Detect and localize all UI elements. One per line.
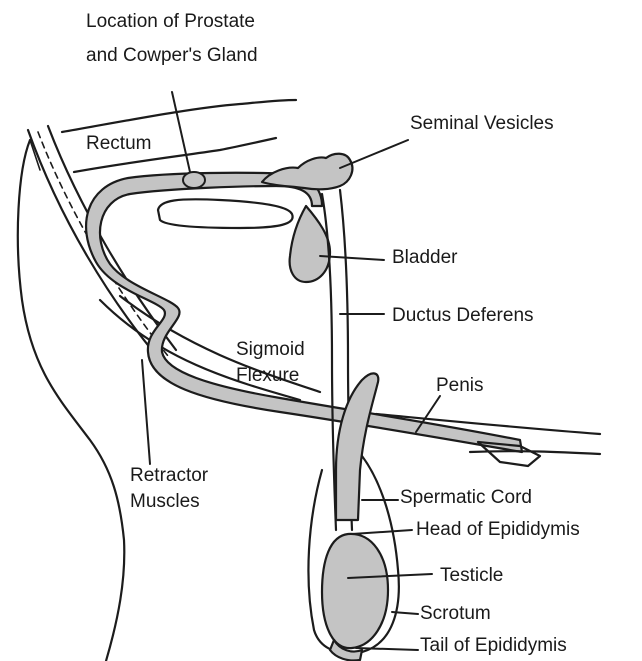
pelvic-loop-inner bbox=[158, 199, 293, 228]
label-testicle: Testicle bbox=[440, 564, 503, 588]
leader-head-epididymis bbox=[352, 530, 412, 534]
label-tail-of-epididymis: Tail of Epididymis bbox=[420, 634, 567, 658]
label-sigmoid-line1: Sigmoid bbox=[236, 338, 305, 362]
leader-tail-epididymis bbox=[356, 648, 418, 650]
label-location-line1: Location of Prostate bbox=[86, 10, 255, 34]
tail-tube-dashes bbox=[38, 132, 168, 356]
label-penis: Penis bbox=[436, 374, 484, 398]
label-sigmoid-line2: Flexure bbox=[236, 364, 299, 388]
label-spermatic-cord: Spermatic Cord bbox=[400, 486, 532, 510]
leader-prostate bbox=[172, 92, 190, 172]
spermatic-cord bbox=[336, 373, 378, 520]
label-head-of-epididymis: Head of Epididymis bbox=[416, 518, 580, 542]
bladder-shape bbox=[290, 206, 330, 282]
label-rectum: Rectum bbox=[86, 132, 151, 156]
label-ductus-deferens: Ductus Deferens bbox=[392, 304, 534, 328]
leader-seminal-vesicles bbox=[340, 140, 408, 168]
label-location-line2: and Cowper's Gland bbox=[86, 44, 258, 68]
label-seminal-vesicles: Seminal Vesicles bbox=[410, 112, 554, 136]
label-retractor-line1: Retractor bbox=[130, 464, 208, 488]
label-retractor-line2: Muscles bbox=[130, 490, 200, 514]
leader-retractor bbox=[142, 360, 150, 464]
label-scrotum: Scrotum bbox=[420, 602, 491, 626]
label-bladder: Bladder bbox=[392, 246, 458, 270]
seminal-vesicles-cluster bbox=[262, 154, 352, 190]
body-outline bbox=[18, 140, 124, 661]
testicle-shape bbox=[322, 534, 388, 648]
prostate-oval bbox=[183, 172, 205, 188]
